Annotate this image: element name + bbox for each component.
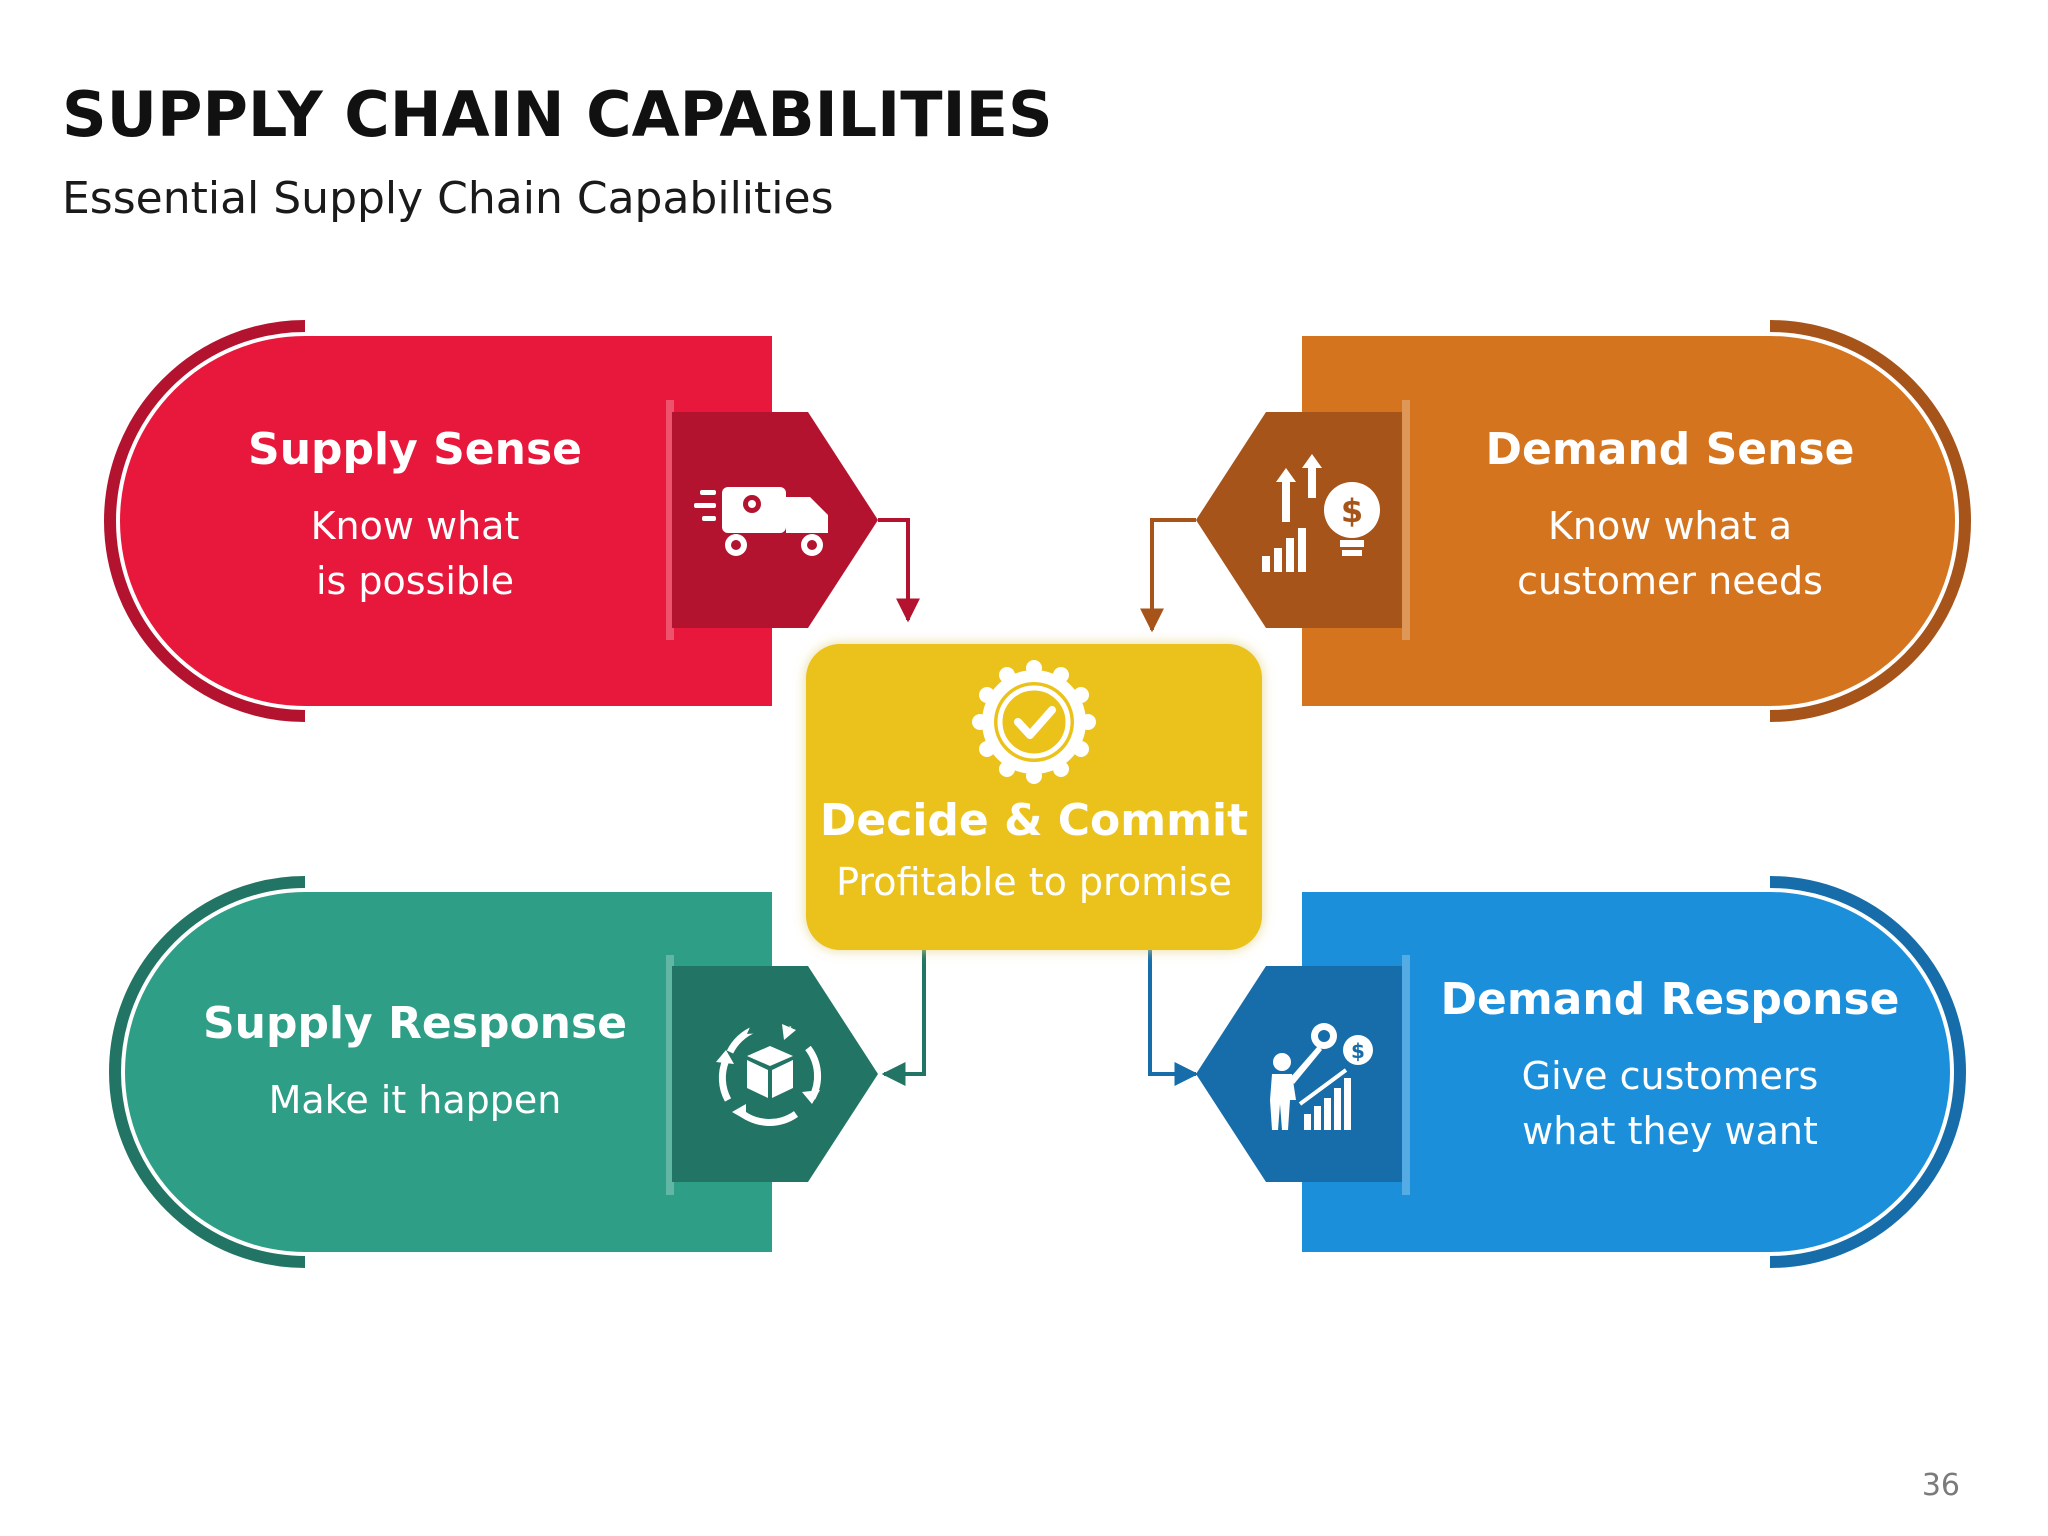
supply-sense-heading: Supply Sense <box>248 424 582 475</box>
decide-commit-body <box>806 644 1262 950</box>
demand-response-connector <box>1148 950 1199 1086</box>
supply-response-description: Make it happen <box>268 1077 562 1122</box>
demand-sense-icon-tab <box>1196 412 1402 628</box>
supply-response-body <box>125 892 772 1252</box>
demand-sense-heading: Demand Sense <box>1485 424 1855 475</box>
decide-commit-text: Decide & Commit Profitable to promise <box>806 795 1262 904</box>
demand-response-description: Give customers what they want <box>1521 1053 1819 1153</box>
demand-sense-text: Demand Sense Know what a customer needs <box>1450 424 1890 609</box>
demand-sense-divider <box>1402 400 1410 640</box>
supply-sense-connector <box>878 518 920 623</box>
demand-sense-description: Know what a customer needs <box>1517 503 1823 603</box>
demand-response-divider <box>1402 955 1410 1195</box>
decide-commit-description: Profitable to promise <box>836 860 1232 904</box>
supply-sense-divider <box>666 400 674 640</box>
check-badge-icon <box>972 660 1096 784</box>
demand-sense-body <box>1302 336 1955 706</box>
lightbulb-dollar-growth-icon: $ <box>1262 454 1380 572</box>
person-growth-chart-icon: $ <box>1270 1023 1373 1130</box>
demand-response-body <box>1302 892 1950 1252</box>
demand-response-text: Demand Response Give customers what they… <box>1430 974 1910 1159</box>
delivery-truck-icon <box>694 487 828 556</box>
demand-response-heading: Demand Response <box>1440 974 1900 1025</box>
demand-sense-connector <box>1140 518 1196 633</box>
svg-text:$: $ <box>1351 1039 1365 1063</box>
decide-commit-box <box>806 644 1262 950</box>
supply-sense-description: Know what is possible <box>310 503 520 603</box>
slide-subtitle: Essential Supply Chain Capabilities <box>62 173 834 224</box>
supply-response-rim <box>109 876 306 1268</box>
slide-title: SUPPLY CHAIN CAPABILITIES <box>62 78 1053 151</box>
supply-sense-rim <box>104 320 306 722</box>
demand-sense-card: $ <box>1196 320 1971 722</box>
demand-response-rim <box>1769 876 1966 1268</box>
supply-response-heading: Supply Response <box>202 998 628 1049</box>
supply-sense-card <box>104 320 878 722</box>
supply-response-connector <box>881 950 926 1086</box>
supply-response-card <box>109 876 878 1268</box>
demand-response-card: $ <box>1196 876 1966 1268</box>
supply-sense-text: Supply Sense Know what is possible <box>210 424 620 609</box>
page-number: 36 <box>1921 1468 1960 1503</box>
supply-response-text: Supply Response Make it happen <box>180 998 650 1128</box>
svg-text:$: $ <box>1341 492 1363 530</box>
box-cycle-icon <box>716 995 822 1126</box>
demand-sense-rim <box>1769 320 1971 722</box>
supply-sense-body <box>120 336 772 706</box>
decide-commit-heading: Decide & Commit <box>819 795 1249 846</box>
supply-response-divider <box>666 955 674 1195</box>
